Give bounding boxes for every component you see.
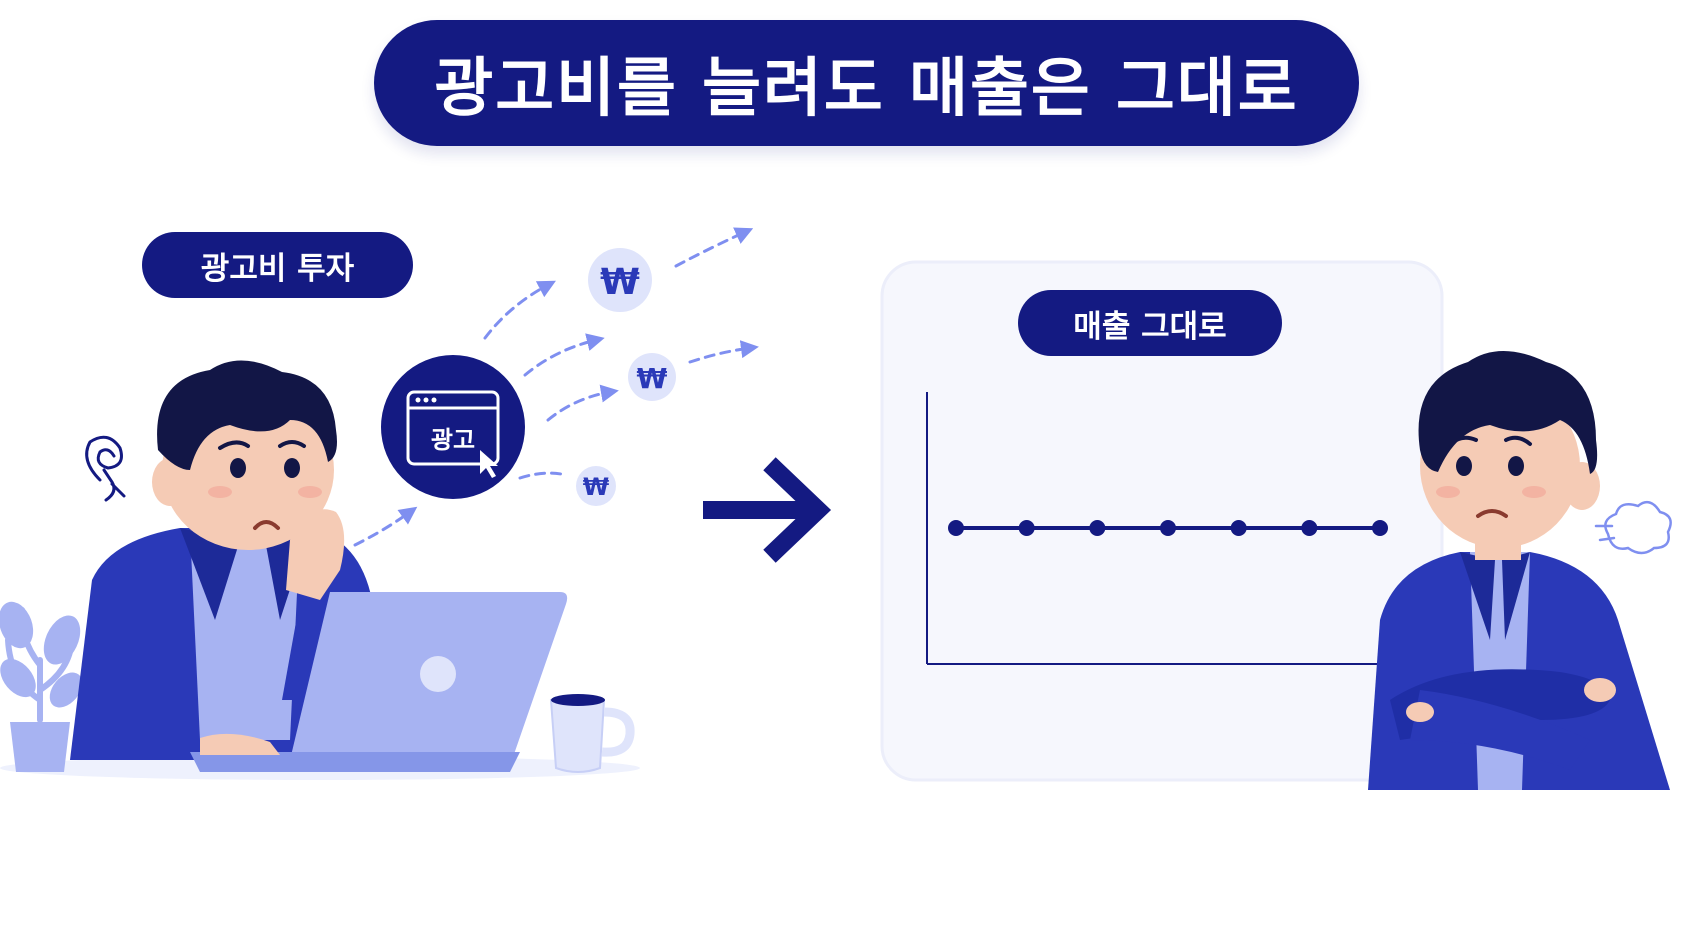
cursor-icon xyxy=(480,450,498,478)
arms-crossed-man-right xyxy=(1368,351,1670,790)
money-flow-arrows xyxy=(353,227,759,547)
svg-text:₩: ₩ xyxy=(583,473,610,501)
ad-investment-label: 광고비 투자 xyxy=(142,232,413,298)
svg-text:₩: ₩ xyxy=(637,362,668,395)
svg-text:₩: ₩ xyxy=(600,262,640,303)
sigh-puff-icon xyxy=(1594,500,1672,555)
series-point xyxy=(1160,520,1176,536)
mug-icon xyxy=(549,694,635,773)
series-point xyxy=(1230,520,1247,536)
ad-label: 광고 xyxy=(431,426,475,454)
series-point xyxy=(1301,520,1318,536)
sales-flat-label: 매출 그대로 xyxy=(1018,290,1282,356)
page-title: 광고비를 늘려도 매출은 그대로 xyxy=(374,20,1359,146)
ad-window-icon: 광고 xyxy=(381,355,525,499)
series-point xyxy=(948,520,964,536)
series-point xyxy=(1089,520,1106,536)
series-point xyxy=(1018,520,1035,536)
flat-sales-series xyxy=(948,520,1388,536)
won-coin-icon: ₩ xyxy=(576,466,616,506)
won-coin-icon: ₩ xyxy=(588,248,652,312)
right-arrow-icon xyxy=(703,457,832,563)
dizzy-swirl-icon xyxy=(85,435,126,502)
series-point xyxy=(1372,520,1388,536)
worried-man-left xyxy=(70,360,390,760)
plant-icon xyxy=(0,601,83,772)
won-coin-icon: ₩ xyxy=(628,353,676,401)
laptop-icon xyxy=(190,592,568,772)
